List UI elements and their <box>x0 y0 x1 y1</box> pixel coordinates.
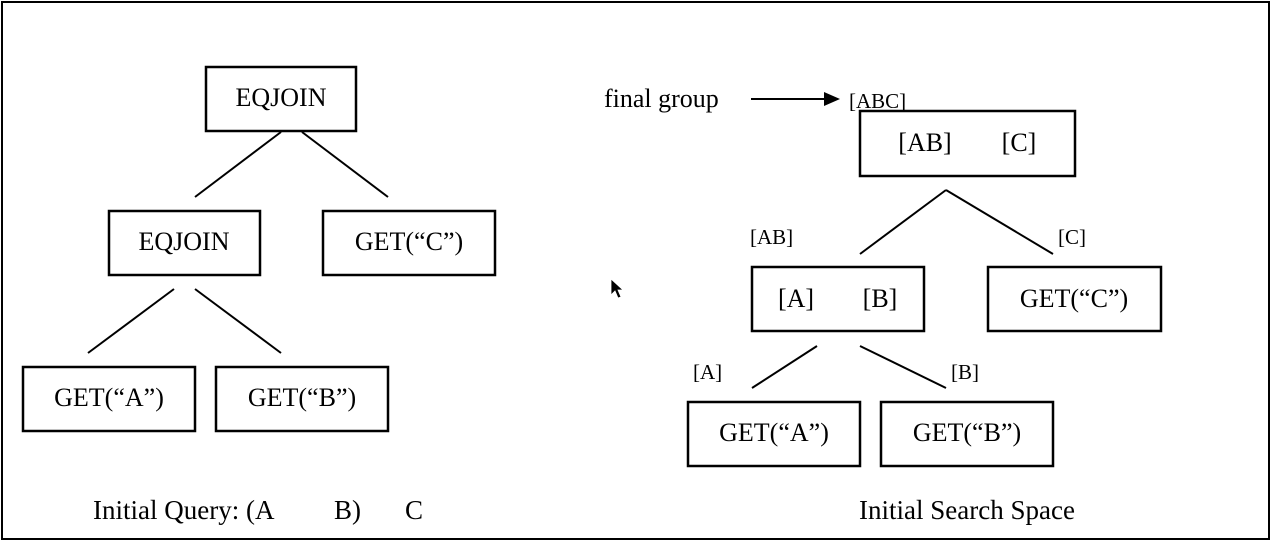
edge-inner-join-to-get-a <box>87 288 175 354</box>
caption-query-b: B) <box>334 495 361 525</box>
node-inner-eqjoin-label: EQJOIN <box>139 227 230 256</box>
node-get-a: GET(“A”) <box>21 365 197 433</box>
initial-search-space-tree: final group [ABC] [AB] [C] [AB] [C] [A] … <box>604 84 1163 525</box>
node-search-get-c-label: GET(“C”) <box>1020 284 1128 313</box>
right-arrow-icon <box>751 92 840 106</box>
edge-root-to-inner-join <box>194 131 282 198</box>
node-group-abc: [AB] [C] <box>858 109 1077 178</box>
node-search-get-a-label: GET(“A”) <box>719 418 829 447</box>
node-search-get-a: GET(“A”) <box>686 400 862 468</box>
node-inner-eqjoin: EQJOIN <box>107 209 262 277</box>
group-label-abc: [ABC] <box>849 89 906 113</box>
edge-ab-to-b <box>859 345 947 389</box>
node-group-abc-left: [AB] <box>898 128 951 157</box>
group-label-ab: [AB] <box>750 225 793 249</box>
node-get-c: GET(“C”) <box>321 209 497 277</box>
node-root-eqjoin-label: EQJOIN <box>236 83 327 112</box>
search-space-caption: Initial Search Space <box>859 495 1075 525</box>
edge-abc-to-ab <box>859 189 947 255</box>
mouse-pointer-icon <box>610 278 625 299</box>
caption-query-c: C <box>405 495 423 525</box>
node-get-a-label: GET(“A”) <box>54 383 164 412</box>
group-label-a: [A] <box>693 360 722 384</box>
group-label-b: [B] <box>951 360 979 384</box>
edge-abc-to-c <box>945 189 1054 255</box>
node-search-get-b-label: GET(“B”) <box>913 418 1021 447</box>
node-search-get-c: GET(“C”) <box>986 265 1163 333</box>
node-group-ab-right: [B] <box>863 284 898 313</box>
node-root-eqjoin: EQJOIN <box>204 65 358 133</box>
caption-query-prefix: Initial Query: (A <box>93 495 275 525</box>
edge-root-to-get-c <box>301 131 389 198</box>
node-group-ab: [A] [B] <box>750 265 926 333</box>
edge-inner-join-to-get-b <box>194 288 282 354</box>
node-get-c-label: GET(“C”) <box>355 227 463 256</box>
node-group-ab-left: [A] <box>778 284 814 313</box>
initial-query-tree: EQJOIN EQJOIN GET(“C”) GET(“A”) GET(“B”)… <box>21 65 497 525</box>
group-label-c: [C] <box>1058 225 1086 249</box>
node-group-abc-right: [C] <box>1002 128 1037 157</box>
node-search-get-b: GET(“B”) <box>879 400 1055 468</box>
node-get-b: GET(“B”) <box>214 365 390 433</box>
node-get-b-label: GET(“B”) <box>248 383 356 412</box>
initial-query-caption: Initial Query: (A B) C <box>93 495 423 525</box>
edge-ab-to-a <box>751 345 818 389</box>
final-group-label: final group <box>604 84 719 113</box>
